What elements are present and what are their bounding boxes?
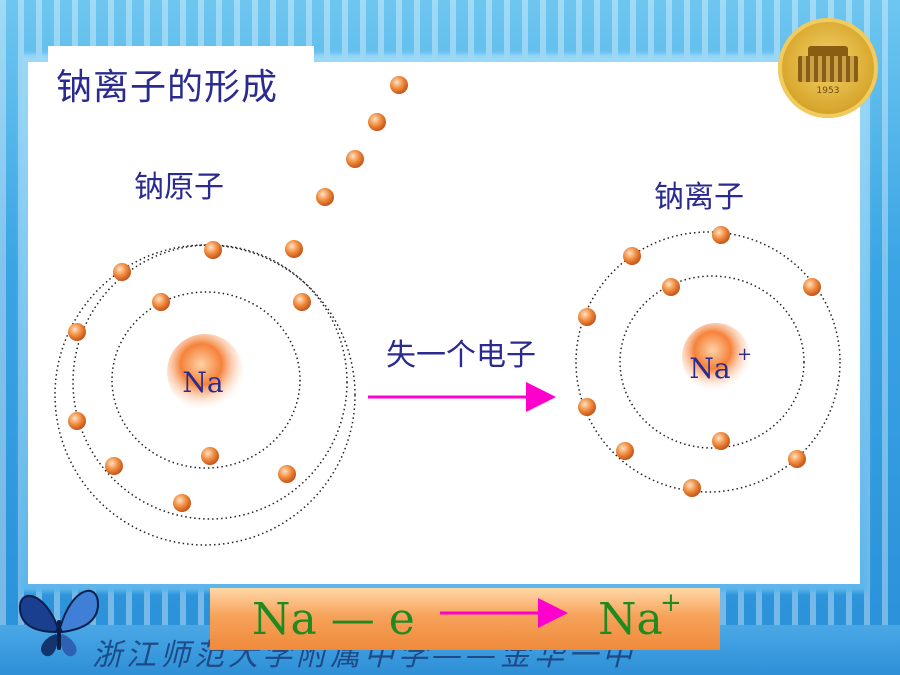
atom-label: 钠原子 [134,170,224,205]
formula-product: Na [598,594,663,645]
departing-electron-trail [316,76,408,206]
formula-reactant: Na — e [252,594,415,645]
butterfly-icon [18,589,100,657]
electron [201,447,219,465]
electron [68,412,86,430]
atom-orbit-middle [72,244,348,520]
electron [712,226,730,244]
electron [390,76,408,94]
electron [293,293,311,311]
arrow-label: 失一个电子 [386,338,536,373]
electron [278,465,296,483]
electron [623,247,641,265]
atom-orbit-inner [111,291,301,469]
ion-nucleus [682,323,750,391]
electron [616,442,634,460]
ion-nucleus-label: Na [689,352,730,385]
electron [803,278,821,296]
electron [152,293,170,311]
atom-electrons [68,240,311,512]
ion-orbit-outer [575,231,841,493]
electron [68,323,86,341]
electron [683,479,701,497]
electron [204,241,222,259]
logo-roof [808,46,848,58]
electron [712,432,730,450]
electron [662,278,680,296]
electron [368,113,386,131]
electron [578,308,596,326]
electron [346,150,364,168]
formula-charge: + [660,588,682,618]
electron [788,450,806,468]
ion-orbit-inner [619,275,805,449]
ion-electrons [578,226,821,497]
ion-label: 钠离子 [654,180,744,215]
electron [578,398,596,416]
electron [285,240,303,258]
slide-title: 钠离子的形成 [56,67,279,108]
ion-charge-label: + [737,344,752,365]
atom-nucleus [167,334,243,410]
electron [105,457,123,475]
atom-nucleus-label: Na [182,366,223,399]
title-box [48,46,314,110]
school-logo-icon: 1953 [778,18,878,118]
logo-building [798,56,858,82]
formula-bar [210,588,720,650]
logo-year: 1953 [816,86,840,96]
electron [113,263,131,281]
content-panel [28,62,860,584]
electron [173,494,191,512]
electron [316,188,334,206]
